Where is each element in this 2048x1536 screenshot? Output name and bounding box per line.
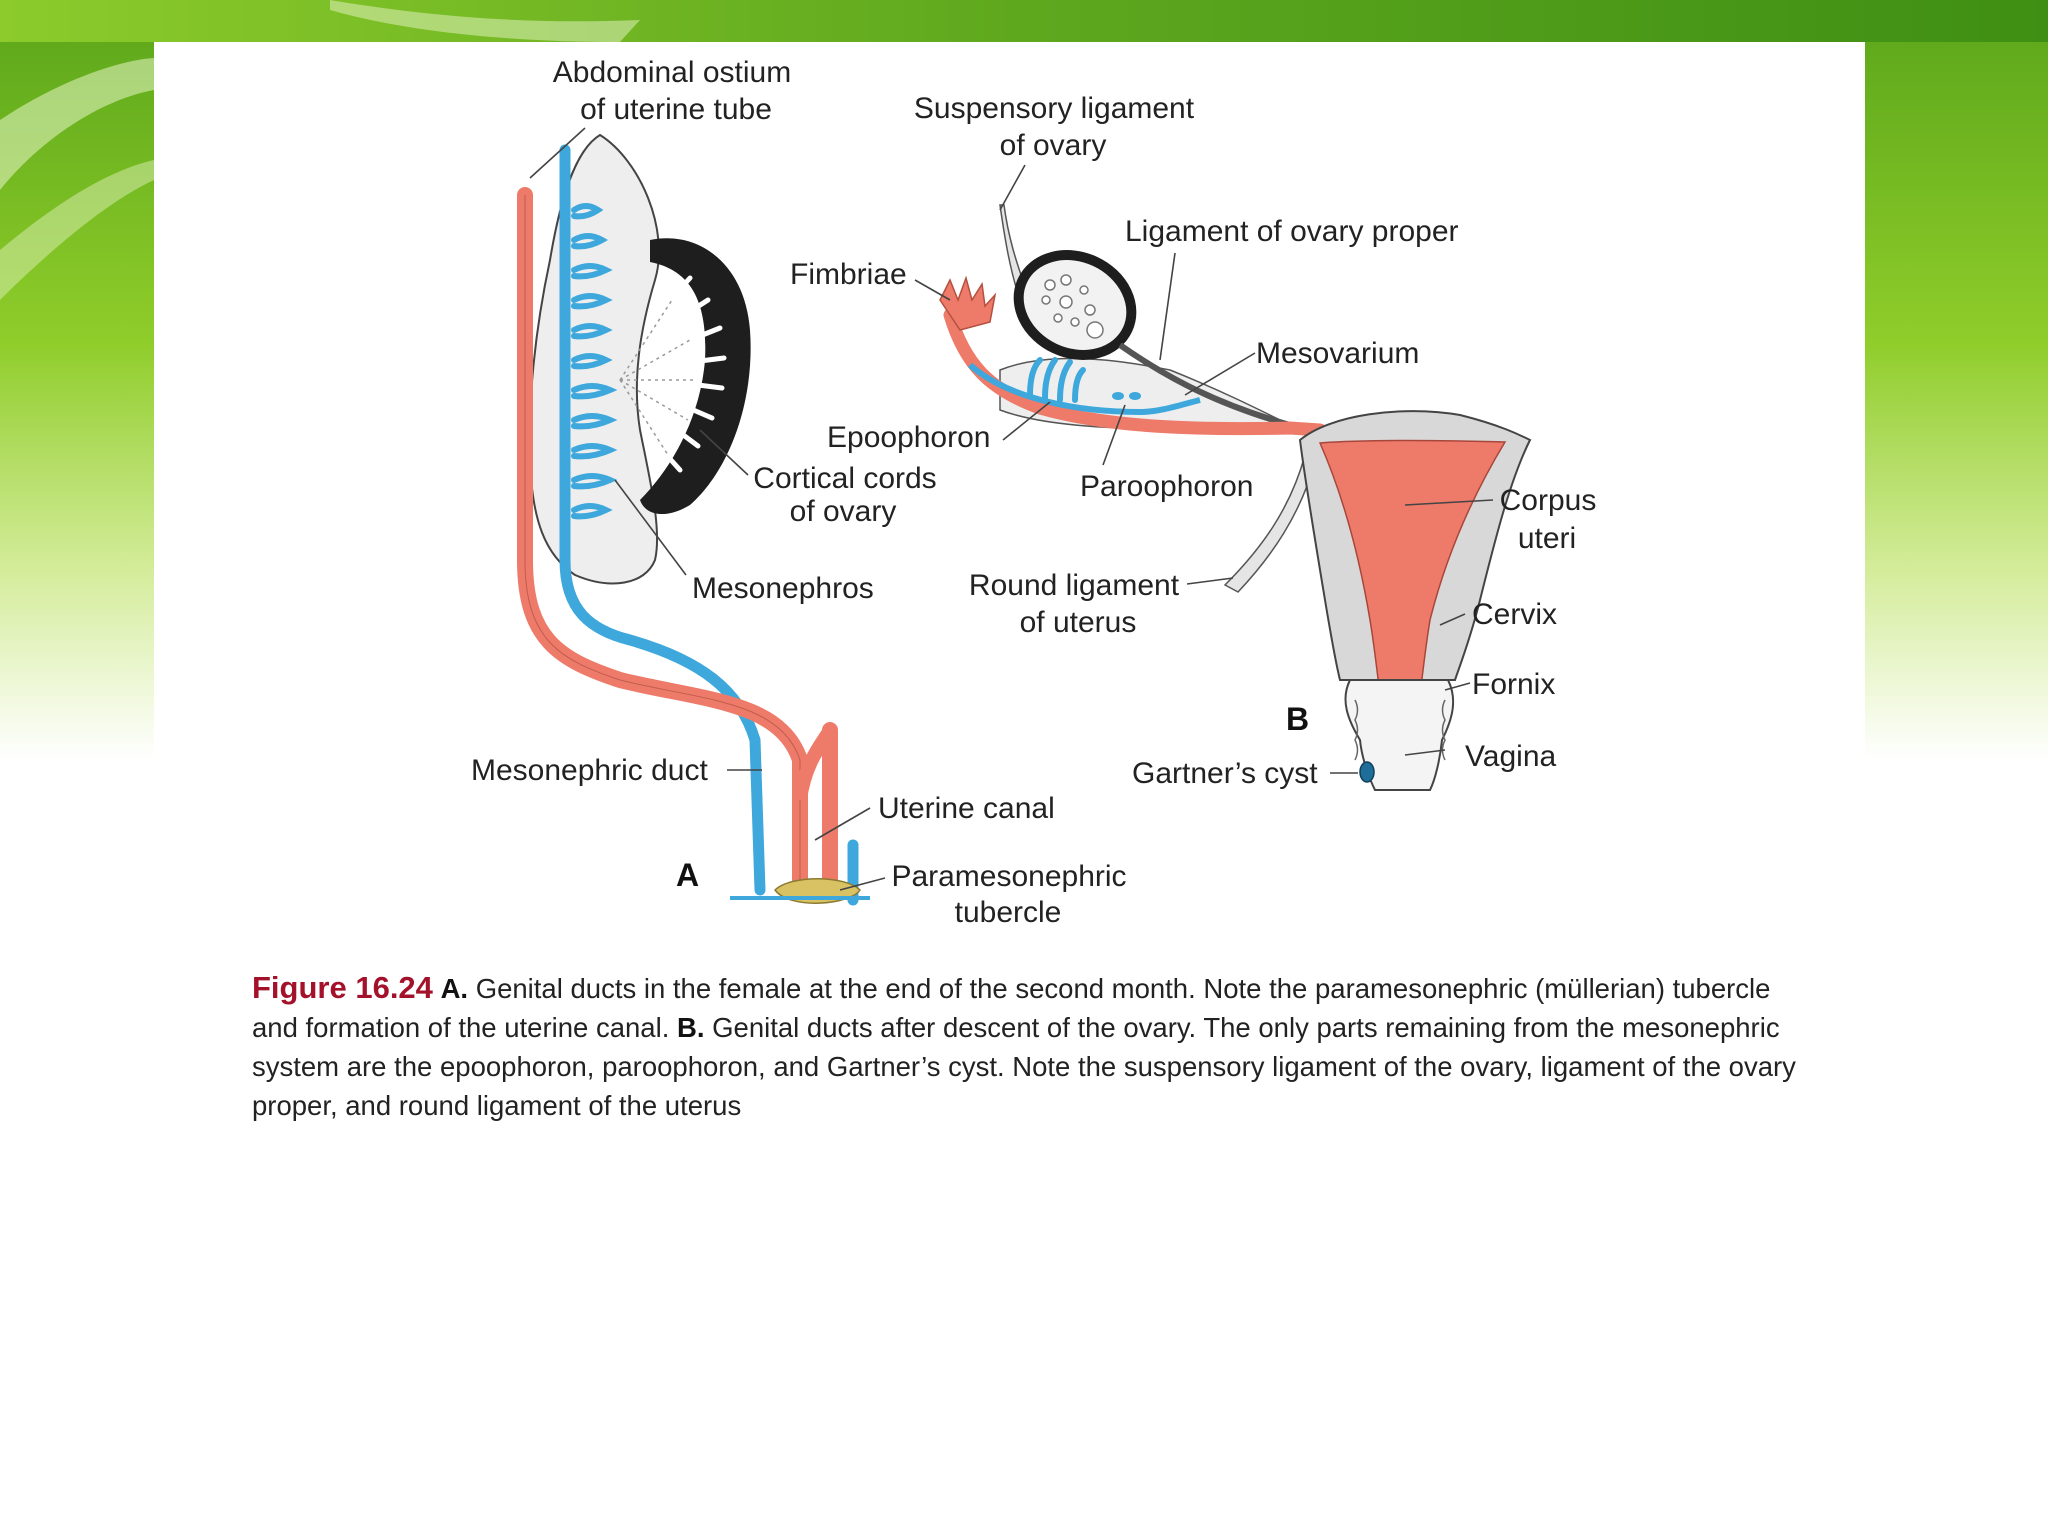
uterine-cavity [1318, 439, 1507, 696]
label-paroophoron: Paroophoron [1080, 470, 1253, 503]
medulla-rays [619, 299, 694, 456]
mesonephric-remnant-b [968, 362, 1201, 416]
label-vagina: Vagina [1465, 740, 1557, 773]
paramesonephric-duct-a [517, 187, 808, 888]
panel-b-leader-lines [914, 164, 1494, 774]
label-suspensory-2: of ovary [1000, 129, 1107, 162]
cortical-cords [659, 275, 727, 473]
label-round-ligament-1: Round ligament [969, 569, 1180, 602]
gartners-cyst-shape [1359, 761, 1375, 783]
mesonephric-tubules [571, 203, 618, 520]
epoophoron-tubules [1027, 357, 1086, 403]
panel-b-illustration [914, 164, 1532, 791]
label-cervix: Cervix [1472, 598, 1557, 631]
uterine-canal-fused [793, 726, 837, 802]
panel-b-labels: Suspensory ligament of ovary Ligament of… [790, 92, 1596, 790]
label-paramesonephric-1: Paramesonephric [891, 860, 1126, 893]
caption-figure-number: Figure 16.24 [252, 970, 433, 1005]
label-mesovarium: Mesovarium [1256, 337, 1419, 370]
label-mesonephric-duct: Mesonephric duct [471, 754, 708, 787]
panel-b-letter: B [1286, 701, 1309, 737]
label-corpus-1: Corpus [1500, 484, 1597, 517]
label-ligament-ovary-proper: Ligament of ovary proper [1125, 215, 1459, 248]
label-corpus-2: uteri [1518, 522, 1576, 555]
panel-a-labels: Abdominal ostium of uterine tube Cortica… [471, 56, 1127, 929]
panel-a-illustration [517, 127, 886, 906]
figure-panel [154, 42, 1865, 1536]
label-fimbriae: Fimbriae [790, 258, 907, 291]
label-gartners-cyst: Gartner’s cyst [1132, 757, 1318, 790]
ovary-follicles [1041, 274, 1104, 339]
label-uterine-canal: Uterine canal [878, 792, 1055, 825]
uterine-tube-b [943, 308, 1327, 437]
caption-text-a: Genital ducts in the female at the end o… [252, 973, 1771, 1043]
label-abdominal-ostium-2: of uterine tube [580, 93, 772, 126]
paroophoron-dots [1112, 392, 1141, 400]
caption-label-a: A. [440, 973, 469, 1004]
figure-caption: Figure 16.24 A. Genital ducts in the fem… [252, 968, 1812, 1125]
genital-ducts-diagram: Abdominal ostium of uterine tube Cortica… [471, 56, 1596, 929]
label-mesonephros: Mesonephros [692, 572, 874, 605]
label-suspensory-1: Suspensory ligament [914, 92, 1195, 125]
label-cortical-cords-2: of ovary [790, 495, 897, 528]
label-epoophoron: Epoophoron [827, 421, 990, 454]
fimbriae-shape [939, 275, 997, 331]
panel-a-leader-lines [529, 127, 886, 891]
label-cortical-cords-1: Cortical cords [753, 462, 936, 495]
panel-a-letter: A [676, 857, 699, 893]
ovary-proper-ligament [1118, 342, 1291, 428]
label-fornix: Fornix [1472, 668, 1555, 701]
ovary-cortex [640, 238, 751, 515]
label-round-ligament-2: of uterus [1020, 606, 1137, 639]
caption-text-b: Genital ducts after descent of the ovary… [252, 1012, 1796, 1121]
label-paramesonephric-2: tubercle [955, 896, 1062, 929]
vagina-shape [1344, 679, 1455, 791]
label-abdominal-ostium-1: Abdominal ostium [553, 56, 791, 89]
caption-label-b: B. [677, 1012, 705, 1043]
